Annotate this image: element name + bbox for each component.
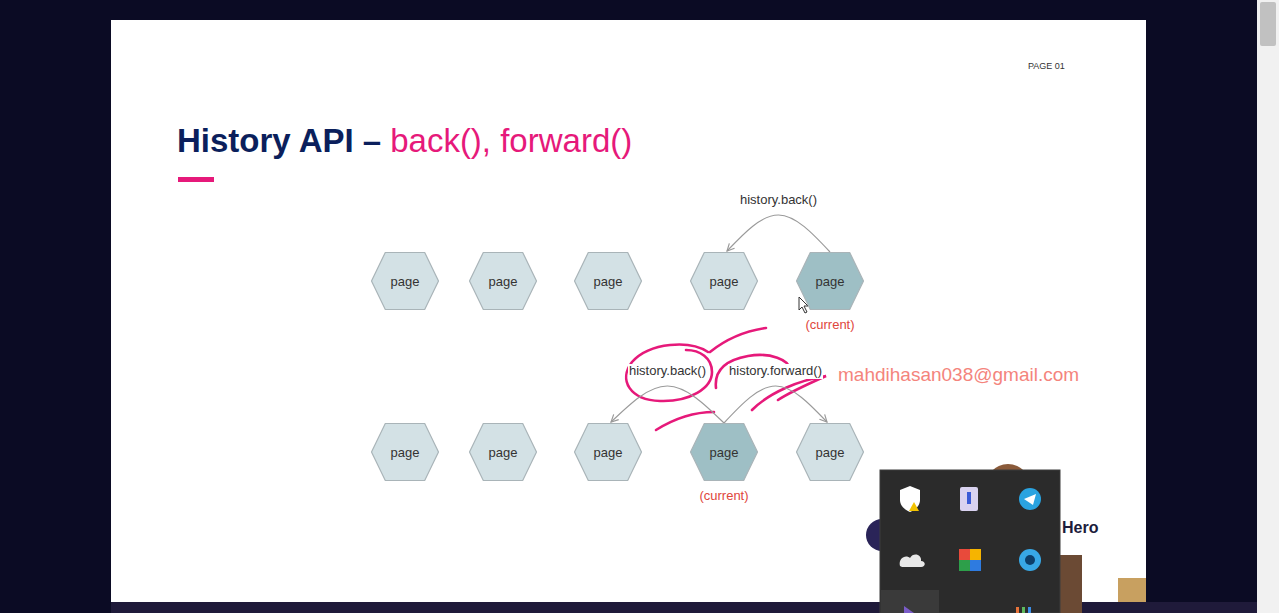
watermark: mahdihasan038@gmail.com xyxy=(838,364,1079,386)
tray-panel xyxy=(880,470,1060,613)
node-label: page xyxy=(690,445,758,460)
scribble xyxy=(710,328,766,352)
hexagon-shape xyxy=(372,424,439,481)
page-hexagon: page xyxy=(574,423,642,481)
hexagon-shape xyxy=(575,253,642,310)
edge-label: history.forward() xyxy=(728,364,823,379)
hexagon-shape xyxy=(691,424,758,481)
hexagon-shape xyxy=(797,424,864,481)
app-icon xyxy=(904,606,914,613)
page-hexagon: page xyxy=(690,252,758,310)
scribble xyxy=(752,376,826,410)
app-icon xyxy=(967,492,971,504)
color-icon xyxy=(970,560,981,571)
history-arrow xyxy=(611,386,724,423)
hexagon-shape xyxy=(797,253,864,310)
warning-icon xyxy=(909,502,919,511)
presenter xyxy=(1060,555,1082,613)
app-icon xyxy=(1022,607,1025,613)
hexagon-shape xyxy=(575,424,642,481)
hexagon-shape xyxy=(372,253,439,310)
bottom-bar xyxy=(111,602,1257,613)
node-label: page xyxy=(574,445,642,460)
node-label: page xyxy=(796,445,864,460)
color-icon xyxy=(970,549,981,560)
hexagon-shape xyxy=(470,424,537,481)
app-icon xyxy=(1016,607,1019,613)
page-hexagon: page xyxy=(796,423,864,481)
cloud-icon xyxy=(900,554,925,567)
slide-title: History API – xyxy=(177,122,381,160)
edge-label: history.back() xyxy=(628,364,707,379)
node-label: page xyxy=(469,445,537,460)
hexagon-shape xyxy=(470,253,537,310)
telegram-icon xyxy=(1024,494,1036,505)
page-hexagon: page xyxy=(371,252,439,310)
presenter xyxy=(1118,578,1146,602)
current-marker: (current) xyxy=(805,318,854,333)
color-icon xyxy=(959,549,970,560)
app-icon xyxy=(960,487,978,511)
scribbles xyxy=(626,328,826,430)
scribble-loop xyxy=(626,345,712,401)
scrollbar xyxy=(1257,0,1279,613)
node-label: page xyxy=(469,274,537,289)
tray-hover xyxy=(881,590,939,613)
scroll-thumb xyxy=(1260,2,1276,46)
node-label: page xyxy=(371,445,439,460)
page-hexagon: page xyxy=(796,252,864,310)
title-accent: back(), forward() xyxy=(390,122,632,160)
page-hexagon: page xyxy=(690,423,758,481)
telegram-icon xyxy=(1019,488,1041,510)
history-arrow xyxy=(727,215,830,252)
page-number: PAGE 01 xyxy=(1028,61,1065,71)
app-icon xyxy=(1025,555,1035,565)
page-hexagon: page xyxy=(469,423,537,481)
color-icon xyxy=(959,560,970,571)
app-icon xyxy=(1028,607,1031,613)
current-marker: (current) xyxy=(699,489,748,504)
page-hexagon: page xyxy=(469,252,537,310)
node-label: page xyxy=(796,274,864,289)
node-label: page xyxy=(371,274,439,289)
node-label: page xyxy=(574,274,642,289)
hexagon-shape xyxy=(691,253,758,310)
page-hexagon: page xyxy=(574,252,642,310)
logo-text: Hero xyxy=(1062,519,1098,537)
node-label: page xyxy=(690,274,758,289)
title-underline xyxy=(178,177,214,182)
edge-label: history.back() xyxy=(739,193,818,208)
shield-icon xyxy=(900,486,920,512)
app-icon xyxy=(1019,549,1041,571)
page-hexagon: page xyxy=(371,423,439,481)
history-arrow xyxy=(724,386,827,423)
